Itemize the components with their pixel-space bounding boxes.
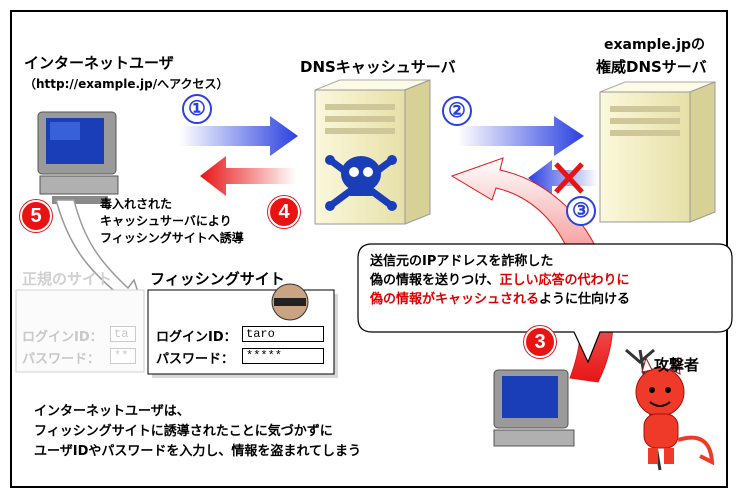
step-5-badge: 5 xyxy=(20,200,52,232)
phishing-login-label: ログインID： xyxy=(156,330,237,345)
step-3-attack-badge: 3 xyxy=(524,326,556,358)
legit-password-label: パスワード： xyxy=(22,352,101,367)
dns-cache-server-label: DNSキャッシュサーバ xyxy=(300,58,456,76)
summary-text: インターネットユーザは、 フィッシングサイトに誘導されたことに気づかずに ユーザ… xyxy=(34,402,361,462)
skull-icon xyxy=(325,155,397,211)
phishing-password-field[interactable]: ***** xyxy=(242,348,324,364)
arrow-4 xyxy=(200,156,296,196)
attacker-label: 攻撃者 xyxy=(654,356,700,374)
arrow-1 xyxy=(180,116,298,156)
callout-bubble xyxy=(357,243,733,364)
poison-note-line-1: 毒入れされた xyxy=(100,197,173,211)
poison-note-line-2: キャッシュサーバにより xyxy=(100,214,232,228)
attacker-computer-icon xyxy=(493,369,575,447)
authoritative-dns-server-icon xyxy=(599,81,716,223)
cross-icon xyxy=(554,162,584,194)
callout-line-1: 送信元のIPアドレスを詐称した xyxy=(370,254,554,269)
summary-line-2: フィッシングサイトに誘導されたことに気づかずに xyxy=(34,424,333,439)
step-1-badge: ① xyxy=(182,94,212,124)
legit-login-field[interactable]: ta xyxy=(110,326,136,342)
step-3-badge: ③ xyxy=(566,196,596,226)
callout-line-3: 偽の情報がキャッシュされるように仕向ける xyxy=(370,290,630,309)
step-4-badge: 4 xyxy=(268,196,300,228)
callout-line-3a: 偽の情報がキャッシュされる xyxy=(370,292,540,307)
callout-line-2a: 偽の情報を送りつけ、 xyxy=(370,273,500,288)
callout-line-2b: 正しい応答の代わりに xyxy=(499,273,630,288)
arrow-2 xyxy=(458,116,584,156)
auth-server-label-2: 権威DNSサーバ xyxy=(596,58,707,76)
legit-site-title: 正規のサイト xyxy=(22,270,113,288)
user-computer-icon xyxy=(37,111,119,204)
internet-user-access-label: （http://example.jp/へアクセス） xyxy=(24,77,229,91)
arrow-3 xyxy=(528,160,598,196)
poison-note-line-3: フィッシングサイトへ誘導 xyxy=(100,231,244,245)
phishing-site-title: フィッシングサイト xyxy=(150,270,285,288)
legit-login-label: ログインID： xyxy=(22,330,103,345)
phishing-login-field[interactable]: taro xyxy=(242,326,324,342)
callout-line-2: 偽の情報を送りつけ、正しい応答の代わりに xyxy=(370,271,630,290)
step-2-badge: ② xyxy=(442,96,472,126)
summary-line-3: ユーザIDやパスワードを入力し、情報を盗まれてしまう xyxy=(34,444,361,459)
internet-user-label: インターネットユーザ xyxy=(24,54,174,72)
devil-icon xyxy=(625,348,715,471)
summary-line-1: インターネットユーザは、 xyxy=(34,404,190,419)
phishing-password-label: パスワード： xyxy=(156,352,235,367)
callout-text: 送信元のIPアドレスを詐称した 偽の情報を送りつけ、正しい応答の代わりに 偽の情… xyxy=(370,252,630,309)
callout-line-3b: ように仕向ける xyxy=(539,292,631,307)
auth-server-label-1: example.jpの xyxy=(604,37,706,53)
legit-password-field[interactable]: ** xyxy=(110,348,136,364)
poison-note: 毒入れされた キャッシュサーバにより フィッシングサイトへ誘導 xyxy=(100,196,244,247)
